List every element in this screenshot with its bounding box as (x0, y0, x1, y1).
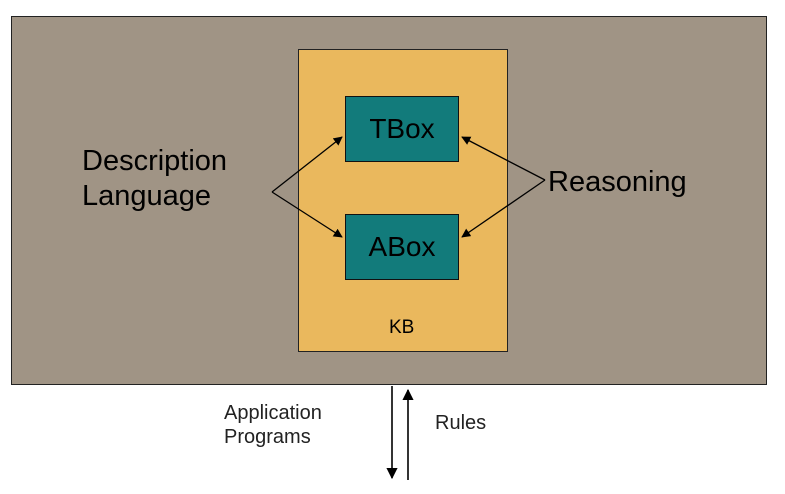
kb-label: KB (389, 317, 415, 338)
tbox-box: TBox (345, 96, 459, 162)
abox-box: ABox (345, 214, 459, 280)
rules-label: Rules (435, 412, 487, 434)
abox-label: ABox (368, 231, 436, 262)
knowledge-base-box (298, 49, 508, 352)
tbox-label: TBox (369, 113, 435, 144)
description-language-label: Description Language (82, 145, 228, 212)
reasoning-label: Reasoning (548, 166, 687, 198)
application-programs-label: Application Programs (224, 402, 322, 448)
